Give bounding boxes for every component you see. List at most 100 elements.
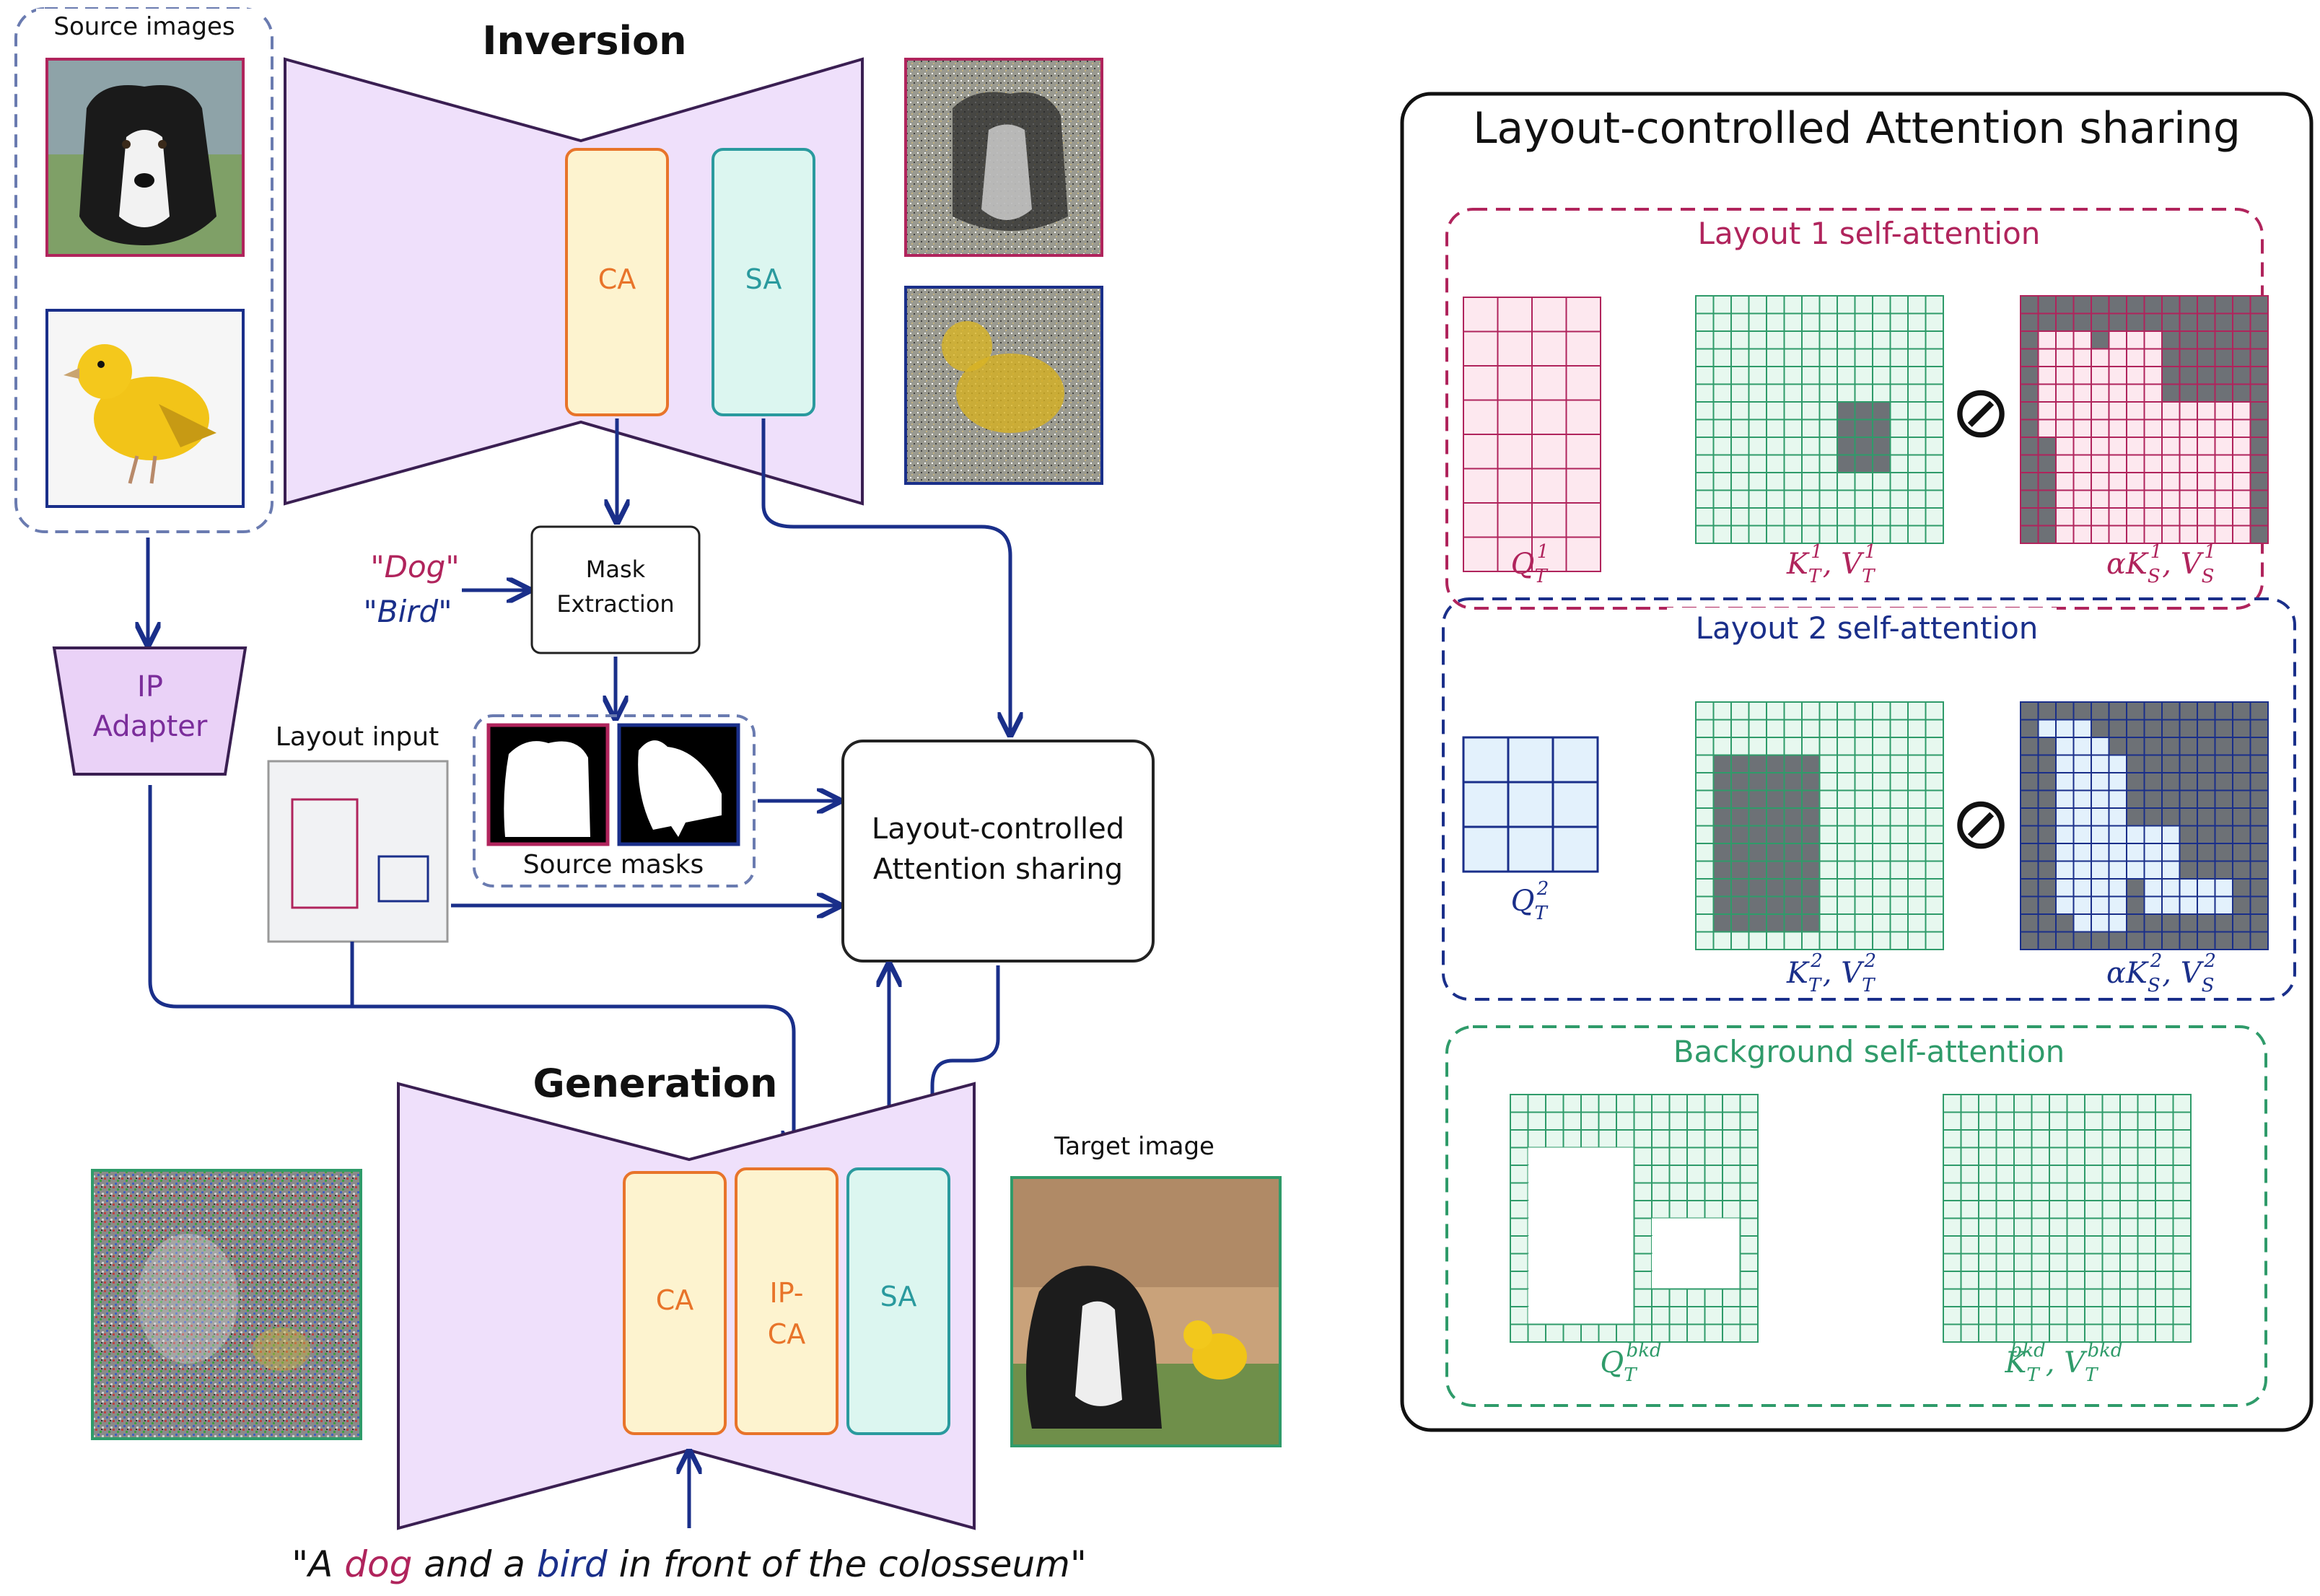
- s1-grid-cell: [2055, 330, 2075, 350]
- kvbkd-grid-cell: [2119, 1129, 2139, 1149]
- s1-grid-cell: [2055, 418, 2075, 438]
- generation-ipca-line1: IP-: [770, 1277, 804, 1309]
- mask-extraction-line1: Mask: [586, 556, 646, 583]
- kv2-grid-cell: [1818, 931, 1838, 950]
- kv2-grid-cell: [1889, 737, 1909, 756]
- kv2-grid-cell: [1730, 913, 1750, 933]
- s1-grid-cell: [2161, 401, 2181, 421]
- kvbkd-grid-cell: [2119, 1235, 2139, 1255]
- kv1-grid-cell: [1748, 418, 1767, 438]
- q2-grid: [1462, 736, 1599, 873]
- s2-grid-cell: [2055, 931, 2075, 950]
- s1-grid-cell: [2020, 383, 2039, 403]
- s1-grid-cell: [2091, 472, 2110, 491]
- kv2-grid-cell: [1854, 843, 1873, 862]
- kv1-grid-cell: [1748, 366, 1767, 385]
- qbkd-grid-cell: [1563, 1289, 1581, 1307]
- label-kv1: KT1, VT1: [1786, 541, 1876, 587]
- kv2-grid-cell: [1695, 772, 1715, 792]
- kv2-grid-cell: [1925, 825, 1944, 844]
- kv2-grid-cell: [1854, 701, 1873, 721]
- s1-grid-cell: [2126, 454, 2145, 473]
- s2-grid-cell: [2020, 913, 2039, 933]
- s2-grid-cell: [2249, 772, 2269, 792]
- s2-grid-cell: [2249, 789, 2269, 809]
- qbkd-grid-cell: [1633, 1253, 1653, 1272]
- kvbkd-grid-cell: [1960, 1253, 1979, 1272]
- s2-grid-cell: [2037, 843, 2057, 862]
- s2-grid-cell: [2179, 913, 2198, 933]
- kv1-grid-cell: [1837, 330, 1856, 350]
- kv2-grid-cell: [1712, 913, 1732, 933]
- s2-grid-cell: [2020, 825, 2039, 844]
- s2-grid-cell: [2214, 754, 2233, 773]
- s1-grid-cell: [2143, 525, 2163, 544]
- kvbkd-grid-cell: [1943, 1323, 1962, 1343]
- kv2-grid-cell: [1766, 754, 1785, 773]
- s1-grid-cell: [2055, 383, 2075, 403]
- qbkd-grid-cell: [1704, 1182, 1723, 1201]
- layout2-section: [1442, 597, 2296, 1001]
- kvbkd-grid-cell: [2084, 1306, 2104, 1325]
- kv1-grid-cell: [1837, 383, 1856, 403]
- s2-grid-cell: [2249, 807, 2269, 827]
- s1-grid-cell: [2197, 312, 2216, 332]
- kv1-grid-cell: [1783, 401, 1803, 421]
- s1-grid-cell: [2197, 489, 2216, 509]
- kv1-grid-cell: [1818, 401, 1838, 421]
- kvbkd-grid-cell: [1978, 1306, 1997, 1325]
- kv2-grid-cell: [1889, 754, 1909, 773]
- kv2-grid-cell: [1907, 772, 1927, 792]
- q1-grid-cell: [1463, 468, 1499, 504]
- s2-grid-cell: [2108, 807, 2127, 827]
- kvbkd-grid-cell: [2155, 1323, 2174, 1343]
- kv1-grid-cell: [1925, 525, 1944, 544]
- kv1-grid-cell: [1872, 312, 1891, 332]
- kvbkd-grid-cell: [1960, 1235, 1979, 1255]
- kv2-grid-cell: [1712, 825, 1732, 844]
- qbkd-grid-cell: [1739, 1271, 1759, 1290]
- kvbkd-grid-cell: [1960, 1288, 1979, 1307]
- kv2-grid-cell: [1801, 719, 1821, 738]
- s1-grid-cell: [2214, 383, 2233, 403]
- kv1-grid-cell: [1801, 366, 1821, 385]
- kv1-grid-cell: [1801, 472, 1821, 491]
- kv2-grid-cell: [1818, 807, 1838, 827]
- qbkd-grid-cell: [1704, 1165, 1723, 1184]
- generation-caption: "A dog and a bird in front of the coloss…: [292, 1543, 1087, 1585]
- s2-grid-cell: [2055, 772, 2075, 792]
- qbkd-grid-cell: [1616, 1271, 1634, 1289]
- s2-grid-cell: [2249, 878, 2269, 898]
- kv1-grid-cell: [1695, 383, 1715, 403]
- qbkd-grid-cell: [1528, 1307, 1546, 1325]
- s2-grid-cell: [2249, 931, 2269, 950]
- kvbkd-grid-cell: [1995, 1217, 2015, 1237]
- kv1-grid-cell: [1889, 525, 1909, 544]
- qbkd-grid-cell: [1722, 1146, 1741, 1166]
- kv1-grid-cell: [1925, 383, 1944, 403]
- kv2-grid-cell: [1783, 843, 1803, 862]
- background-title: Background self-attention: [1673, 1034, 2065, 1069]
- ip-adapter: IP Adapter: [52, 646, 248, 776]
- kv2-grid-cell: [1712, 807, 1732, 827]
- s2-grid-cell: [2072, 931, 2092, 950]
- q1-grid-cell: [1565, 330, 1601, 367]
- s1-grid-cell: [2214, 312, 2233, 332]
- kvbkd-grid-cell: [2031, 1094, 2050, 1113]
- s2-grid-cell: [2037, 913, 2057, 933]
- kv1-grid-cell: [1889, 454, 1909, 473]
- kv2-grid-cell: [1712, 701, 1732, 721]
- s2-grid-cell: [2091, 913, 2110, 933]
- kv2-grid-cell: [1907, 737, 1927, 756]
- kv2-grid-cell: [1872, 807, 1891, 827]
- kv1-grid-cell: [1818, 507, 1838, 527]
- s2-grid-cell: [2126, 878, 2145, 898]
- kv1-grid-cell: [1695, 418, 1715, 438]
- qbkd-grid-cell: [1581, 1165, 1599, 1183]
- s2-grid-cell: [2197, 913, 2216, 933]
- kvbkd-grid-cell: [2155, 1288, 2174, 1307]
- s2-grid-cell: [2197, 825, 2216, 844]
- s1-grid-cell: [2020, 295, 2039, 315]
- qbkd-grid-cell: [1580, 1323, 1600, 1343]
- s1-grid-cell: [2197, 507, 2216, 527]
